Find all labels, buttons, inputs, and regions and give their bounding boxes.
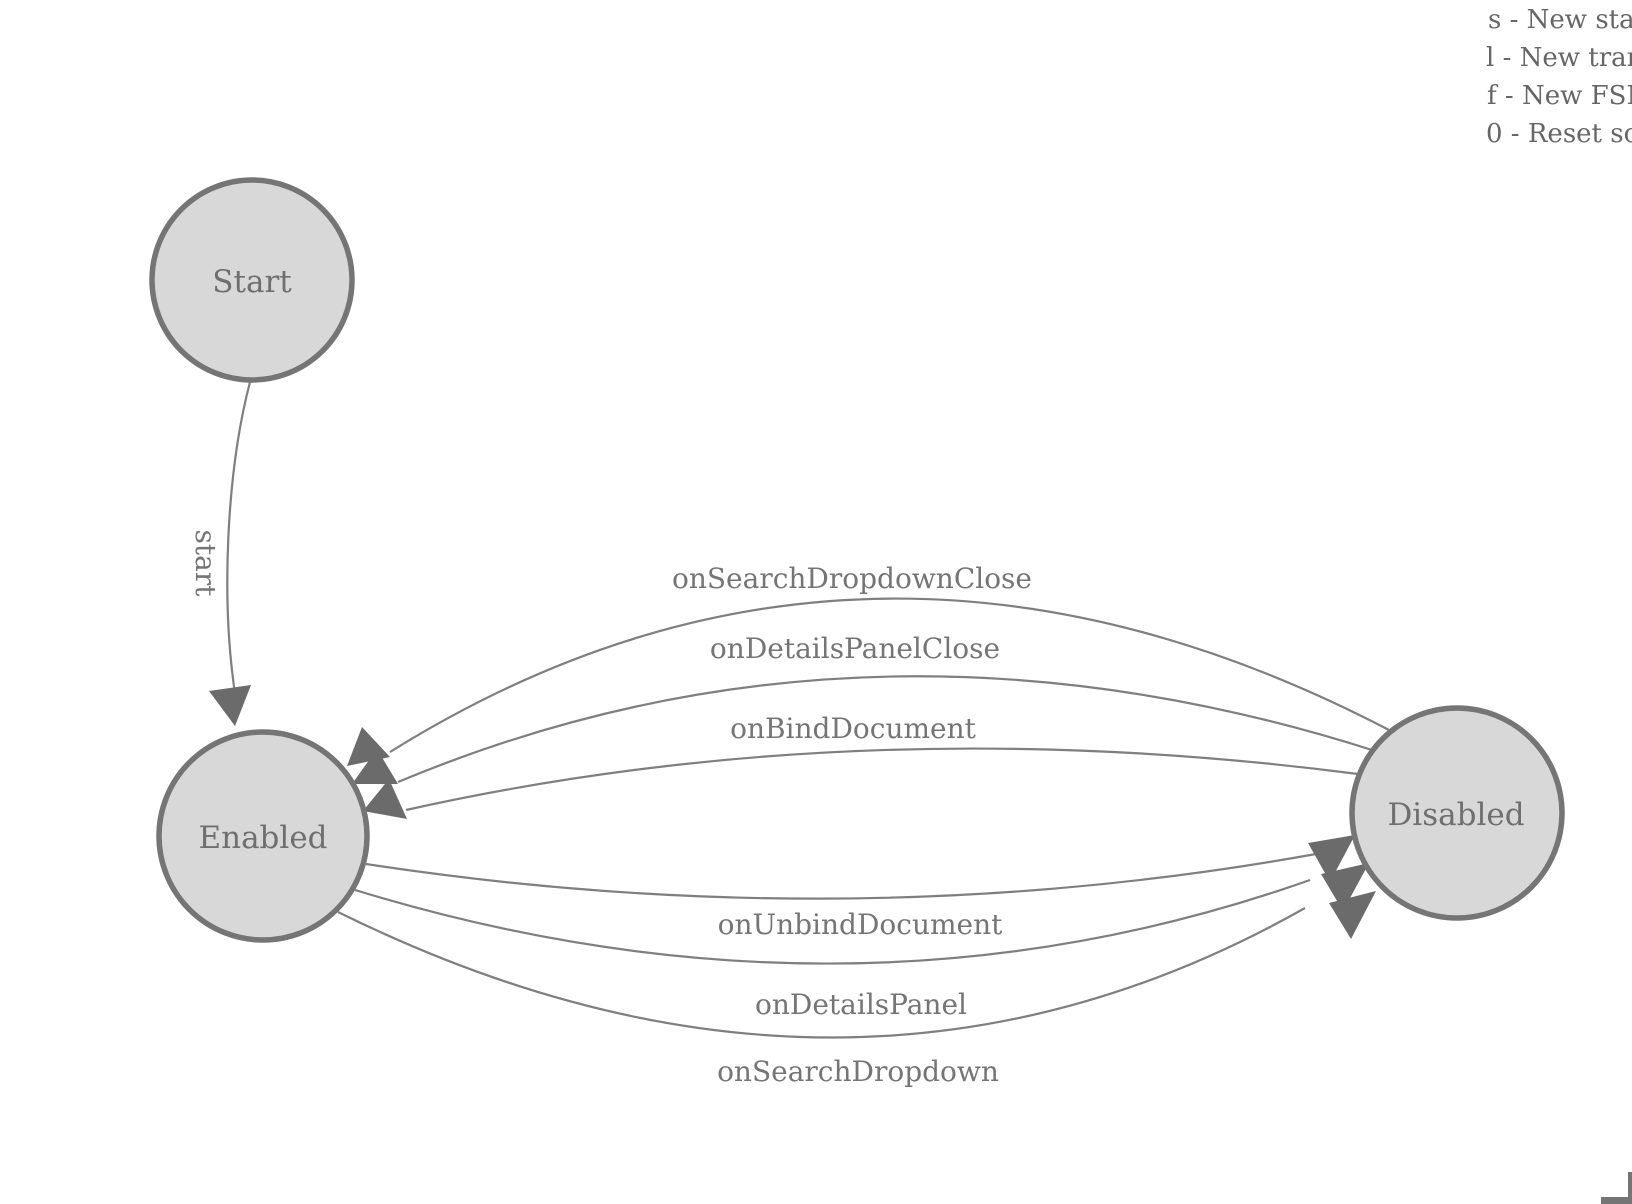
state-start-circle[interactable] (149, 177, 355, 383)
arrowhead-onSearchDropdown-icon (1329, 891, 1376, 939)
edge-onDetailsPanelClose: onDetailsPanelClose (352, 632, 1373, 784)
edge-label-start: start (189, 530, 222, 598)
arrowhead-onUnbindDocument-icon (1308, 835, 1355, 882)
edge-onSearchDropdownClose-line (389, 597, 1392, 753)
state-enabled[interactable]: Enabled (156, 729, 370, 943)
edge-label-onSearchDropdown: onSearchDropdown (717, 1055, 999, 1088)
legend: s - New sta l - New tran f - New FSM 0 -… (1486, 5, 1632, 149)
state-disabled-label: Disabled (1387, 797, 1524, 833)
arrowhead-onDetailsPanelClose-icon (352, 749, 398, 784)
edge-onBindDocument: onBindDocument (363, 712, 1359, 819)
state-disabled-circle[interactable] (1349, 705, 1565, 921)
legend-line-reset: 0 - Reset sc (1486, 119, 1632, 149)
edge-label-onDetailsPanel: onDetailsPanel (755, 988, 967, 1021)
edge-label-onUnbindDocument: onUnbindDocument (718, 908, 1004, 941)
edge-onDetailsPanel: onDetailsPanel (354, 863, 1369, 1021)
state-start-label: Start (212, 264, 292, 300)
arrowhead-start-icon (209, 685, 251, 726)
edge-onUnbindDocument-line (365, 852, 1317, 900)
corner-fragment-horizontal (1601, 1197, 1632, 1204)
edge-onDetailsPanel-line (354, 878, 1311, 965)
edge-onSearchDropdownClose: onSearchDropdownClose (347, 562, 1392, 766)
corner-panel-fragment (1601, 1172, 1632, 1204)
edge-onBindDocument-line (405, 747, 1359, 812)
edge-label-onBindDocument: onBindDocument (730, 712, 977, 745)
corner-fragment-vertical (1628, 1172, 1632, 1204)
state-start[interactable]: Start (149, 177, 355, 383)
legend-line-new-fsm: f - New FSM (1487, 81, 1632, 111)
legend-line-new-transition: l - New tran (1486, 43, 1632, 73)
edge-onSearchDropdown: onSearchDropdown (337, 891, 1376, 1088)
arrowhead-onBindDocument-icon (363, 779, 407, 819)
edge-start: start (189, 381, 252, 726)
edge-onDetailsPanelClose-line (397, 675, 1373, 784)
edge-start-line (226, 381, 252, 701)
legend-line-new-state: s - New sta (1488, 5, 1632, 35)
edge-label-onSearchDropdownClose: onSearchDropdownClose (672, 562, 1032, 595)
state-disabled[interactable]: Disabled (1349, 705, 1565, 921)
state-enabled-label: Enabled (198, 820, 327, 856)
edge-onSearchDropdown-line (337, 907, 1306, 1039)
edge-label-onDetailsPanelClose: onDetailsPanelClose (710, 632, 1000, 665)
state-enabled-circle[interactable] (156, 729, 370, 943)
edge-onUnbindDocument: onUnbindDocument (365, 835, 1355, 941)
arrowhead-onDetailsPanel-icon (1321, 863, 1369, 911)
